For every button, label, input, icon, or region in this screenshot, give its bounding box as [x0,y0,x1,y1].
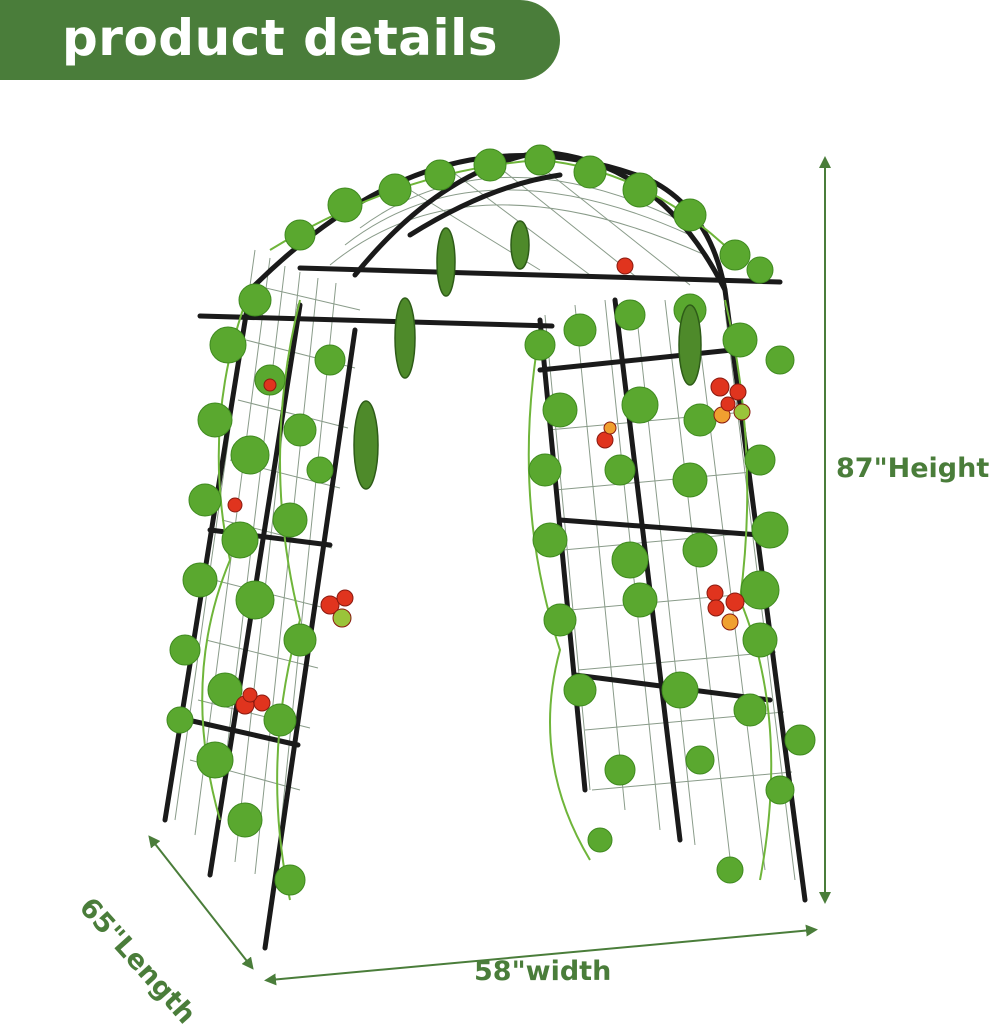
height-label: 87"Height [836,453,990,484]
page-title: product details [62,9,499,67]
header-banner: product details [0,0,560,80]
width-dimension-line [264,924,818,986]
garden-arch-trellis-icon [148,144,831,986]
cucumbers [353,220,702,490]
length-dimension-line [148,835,254,970]
tomatoes [227,257,751,715]
width-label: 58"width [474,956,612,987]
